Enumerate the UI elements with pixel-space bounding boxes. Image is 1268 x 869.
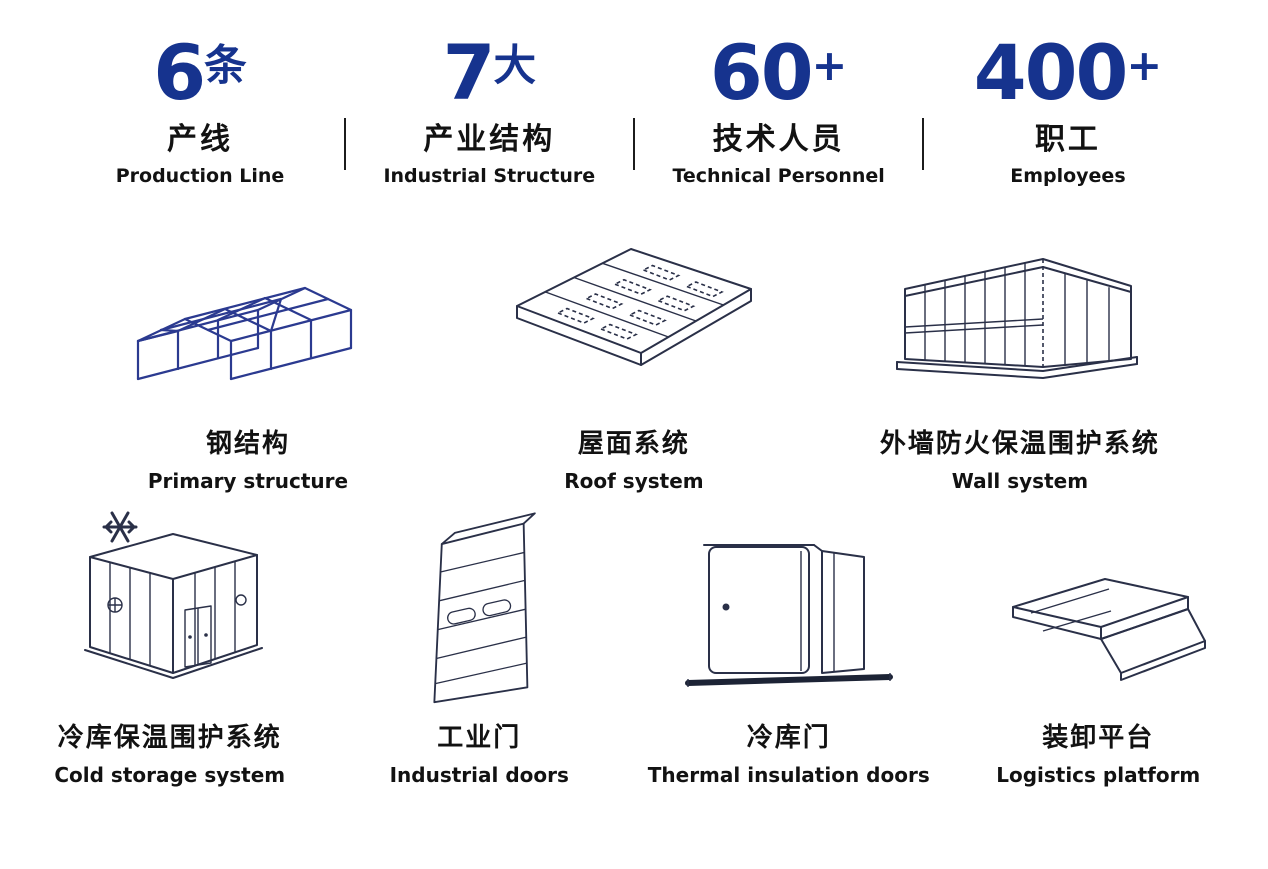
stat-label-en: Industrial Structure [383, 164, 596, 187]
product-card-cold-storage: 冷库保温围护系统 Cold storage system [15, 507, 325, 787]
stat-industrial-structure: 7大 产业结构 Industrial Structure [359, 34, 619, 187]
cold-storage-icon [45, 507, 295, 705]
stat-label-zh: 技术人员 [712, 121, 845, 157]
stat-label-en: Production Line [115, 164, 285, 187]
product-title-en: Wall system [951, 468, 1089, 493]
product-title-zh: 冷库门 [746, 722, 831, 753]
product-card-wall-system: 外墙防火保温围护系统 Wall system [827, 213, 1213, 493]
stat-number: 400+ [973, 28, 1163, 117]
stat-employees: 400+ 职工 Employees [938, 34, 1198, 187]
product-row-2: 冷库保温围护系统 Cold storage system [0, 507, 1268, 787]
roof-system-icon [499, 213, 769, 411]
wall-system-icon [885, 213, 1155, 411]
product-title-en: Primary structure [147, 468, 349, 493]
stat-label-zh: 产业结构 [423, 121, 556, 157]
steel-structure-icon [113, 213, 383, 411]
stat-label-en: Employees [1010, 164, 1126, 187]
product-title-en: Thermal insulation doors [647, 762, 930, 787]
product-title-en: Industrial doors [389, 762, 569, 787]
product-title-zh: 冷库保温围护系统 [57, 722, 282, 753]
loading-platform-icon [983, 507, 1213, 705]
product-title-en: Cold storage system [54, 762, 286, 787]
product-title-zh: 装卸平台 [1042, 722, 1155, 753]
stat-label-zh: 职工 [1034, 121, 1101, 157]
product-title-zh: 屋面系统 [577, 428, 690, 459]
stat-number: 60+ [709, 28, 848, 117]
stat-label-zh: 产线 [167, 121, 233, 157]
stat-unit: 大 [493, 40, 537, 91]
product-title-zh: 工业门 [437, 722, 522, 753]
product-card-insulation-door: 冷库门 Thermal insulation doors [634, 507, 944, 787]
product-card-loading-platform: 装卸平台 Logistics platform [944, 507, 1254, 787]
stats-divider [922, 118, 925, 170]
stat-number: 7大 [442, 28, 537, 117]
stats-divider [343, 118, 346, 170]
product-card-industrial-door: 工业门 Industrial doors [325, 507, 635, 787]
product-card-roof-system: 屋面系统 Roof system [441, 213, 827, 493]
stat-unit: + [1126, 40, 1163, 91]
product-card-primary-structure: 钢结构 Primary structure [55, 213, 441, 493]
product-row-1: 钢结构 Primary structure [0, 213, 1268, 493]
stat-unit: + [811, 40, 848, 91]
insulation-door-icon [674, 507, 904, 705]
stat-production-line: 6条 产线 Production Line [70, 34, 330, 187]
stat-label-en: Technical Personnel [672, 164, 885, 187]
product-title-en: Logistics platform [996, 762, 1201, 787]
stat-unit: 条 [204, 40, 247, 91]
stat-number: 6条 [153, 28, 247, 117]
product-title-en: Roof system [564, 468, 704, 493]
product-title-zh: 钢结构 [205, 428, 290, 459]
industrial-door-icon [379, 507, 579, 705]
product-title-zh: 外墙防火保温围护系统 [879, 428, 1160, 459]
stats-row: 6条 产线 Production Line 7大 产业结构 Industrial… [0, 34, 1268, 187]
stat-technical-personnel: 60+ 技术人员 Technical Personnel [649, 34, 909, 187]
stats-divider [632, 118, 635, 170]
